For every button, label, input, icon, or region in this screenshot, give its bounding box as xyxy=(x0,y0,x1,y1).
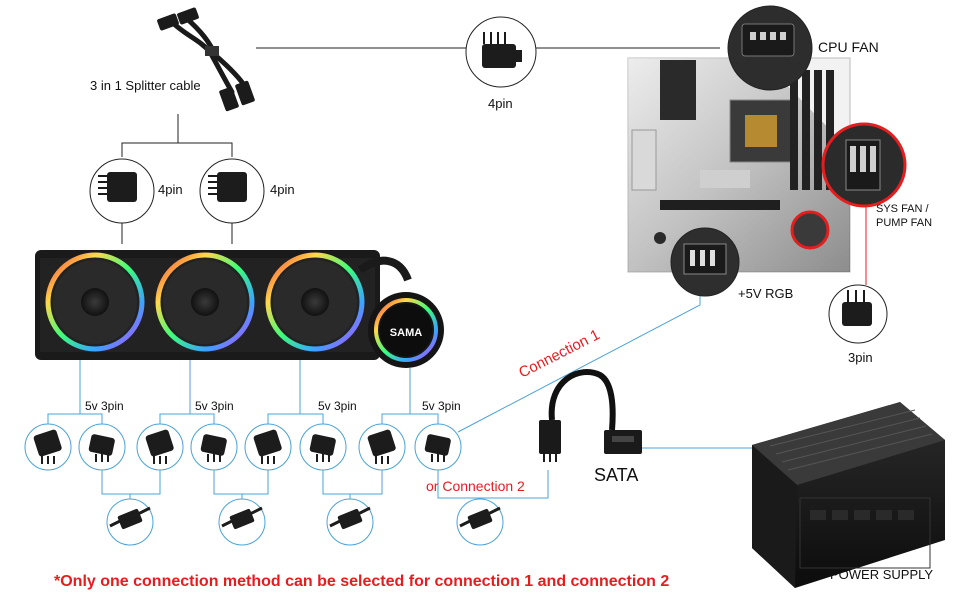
cpu-fan-header-icon xyxy=(727,5,813,91)
argb-connector-icon xyxy=(190,423,238,471)
fan-2 xyxy=(155,252,255,352)
rgb-label-4: 5v 3pin xyxy=(422,399,461,413)
pump-logo: SAMA xyxy=(390,327,422,339)
argb-daisy-connectors xyxy=(106,498,504,546)
sata-adapter-icon xyxy=(539,369,642,462)
splitter-cable-icon xyxy=(157,7,255,112)
power-supply-icon xyxy=(752,402,945,588)
argb-connector-icon xyxy=(358,423,406,471)
argb-inline-connector-icon xyxy=(456,498,504,546)
fan-3pin-connector-icon xyxy=(828,284,888,344)
fan-3 xyxy=(265,252,365,352)
argb-connector-icon xyxy=(24,423,72,471)
sys-fan-header-icon xyxy=(821,122,907,208)
cpu-4pin-label: 4pin xyxy=(488,96,513,111)
rgb-label-3: 5v 3pin xyxy=(318,399,357,413)
psu-label: POWER SUPPLY xyxy=(830,567,933,582)
argb-inline-connector-icon xyxy=(106,498,154,546)
argb-connector-icon xyxy=(414,423,462,471)
connection2-label: or Connection 2 xyxy=(426,478,525,494)
argb-connector-icon xyxy=(78,423,126,471)
cpu-fan-label: CPU FAN xyxy=(818,39,879,55)
rgb-label-2: 5v 3pin xyxy=(195,399,234,413)
fan-4pin-connector-icon-a xyxy=(89,158,155,224)
argb-connector-row xyxy=(24,423,462,471)
sys-fan-label: SYS FAN / xyxy=(876,203,930,215)
rgb-label-1: 5v 3pin xyxy=(85,399,124,413)
fan-1 xyxy=(45,252,145,352)
argb-inline-connector-icon xyxy=(218,498,266,546)
split-4pin-label-a: 4pin xyxy=(158,182,183,197)
fan-4pin-connector-icon-b xyxy=(199,158,265,224)
footnote: *Only one connection method can be selec… xyxy=(54,573,669,590)
sata-label: SATA xyxy=(594,465,638,485)
cpu-4pin-connector-icon xyxy=(465,16,537,88)
argb-inline-connector-icon xyxy=(326,498,374,546)
pump-head xyxy=(357,256,444,368)
argb-connector-icon xyxy=(299,423,347,471)
argb-connector-icon xyxy=(244,423,292,471)
argb-connector-icon xyxy=(136,423,184,471)
rgb-header-label: +5V RGB xyxy=(738,286,793,301)
pin3-label: 3pin xyxy=(848,350,873,365)
pump-fan-label: PUMP FAN xyxy=(876,217,932,229)
motherboard-image xyxy=(627,57,851,273)
splitter-label: 3 in 1 Splitter cable xyxy=(90,78,201,93)
split-4pin-label-b: 4pin xyxy=(270,182,295,197)
rgb-header-icon xyxy=(670,227,740,297)
